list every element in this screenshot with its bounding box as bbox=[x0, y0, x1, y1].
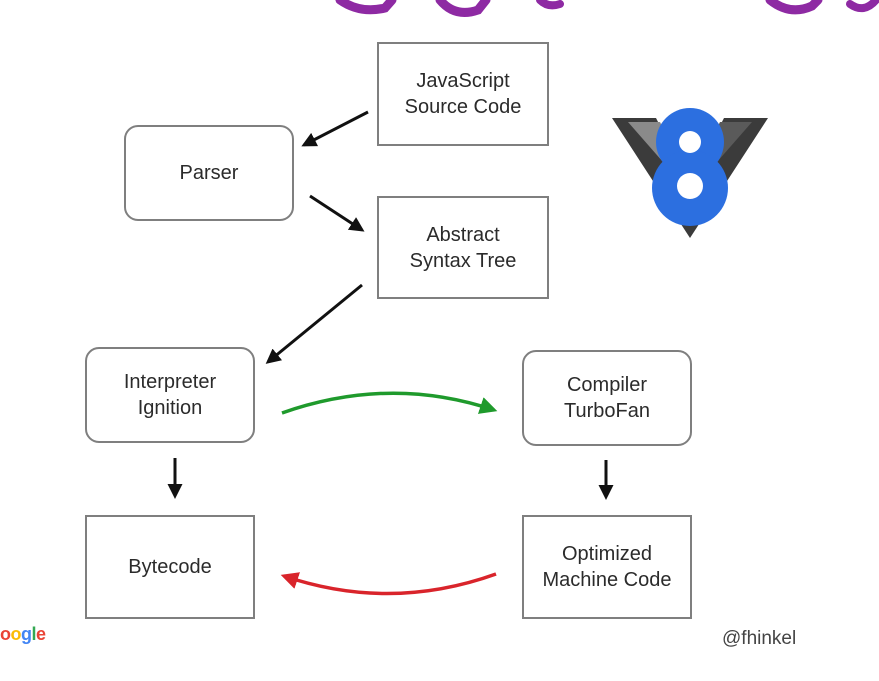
bytecode-node: Bytecode bbox=[85, 515, 255, 619]
bytecode-label: Bytecode bbox=[128, 556, 212, 578]
arrow-parser-to-ast bbox=[309, 194, 365, 232]
author-handle: @fhinkel bbox=[722, 628, 797, 649]
parser-node: Parser bbox=[124, 125, 294, 221]
brand-letter: o bbox=[10, 624, 22, 644]
google-logo-text: oogle bbox=[0, 624, 46, 645]
js-source-node: JavaScript Source Code bbox=[377, 42, 549, 146]
brand-letter: e bbox=[36, 624, 46, 644]
arrow-source-to-parser bbox=[301, 110, 369, 147]
interpreter-label: Interpreter Ignition bbox=[123, 371, 217, 419]
parser-label: Parser bbox=[179, 162, 239, 184]
optimized-label: Optimized Machine Code bbox=[542, 543, 672, 591]
interpreter-node: Interpreter Ignition bbox=[85, 347, 255, 443]
optimized-node: Optimized Machine Code bbox=[522, 515, 692, 619]
brand-letter: l bbox=[31, 624, 37, 644]
arrow-optimize-green bbox=[281, 391, 498, 415]
brand-letter: o bbox=[0, 624, 11, 644]
top-decoration bbox=[335, 0, 879, 17]
compiler-node: Compiler TurboFan bbox=[522, 350, 692, 446]
brand-letter: g bbox=[21, 624, 32, 644]
js-source-label: JavaScript Source Code bbox=[404, 70, 522, 118]
arrow-deoptimize-red bbox=[280, 572, 497, 596]
compiler-label: Compiler TurboFan bbox=[564, 374, 650, 422]
v8-logo-icon bbox=[612, 108, 768, 238]
ast-node: Abstract Syntax Tree bbox=[377, 196, 549, 299]
arrow-ast-to-interpreter bbox=[265, 283, 363, 364]
ast-label: Abstract Syntax Tree bbox=[409, 223, 517, 272]
